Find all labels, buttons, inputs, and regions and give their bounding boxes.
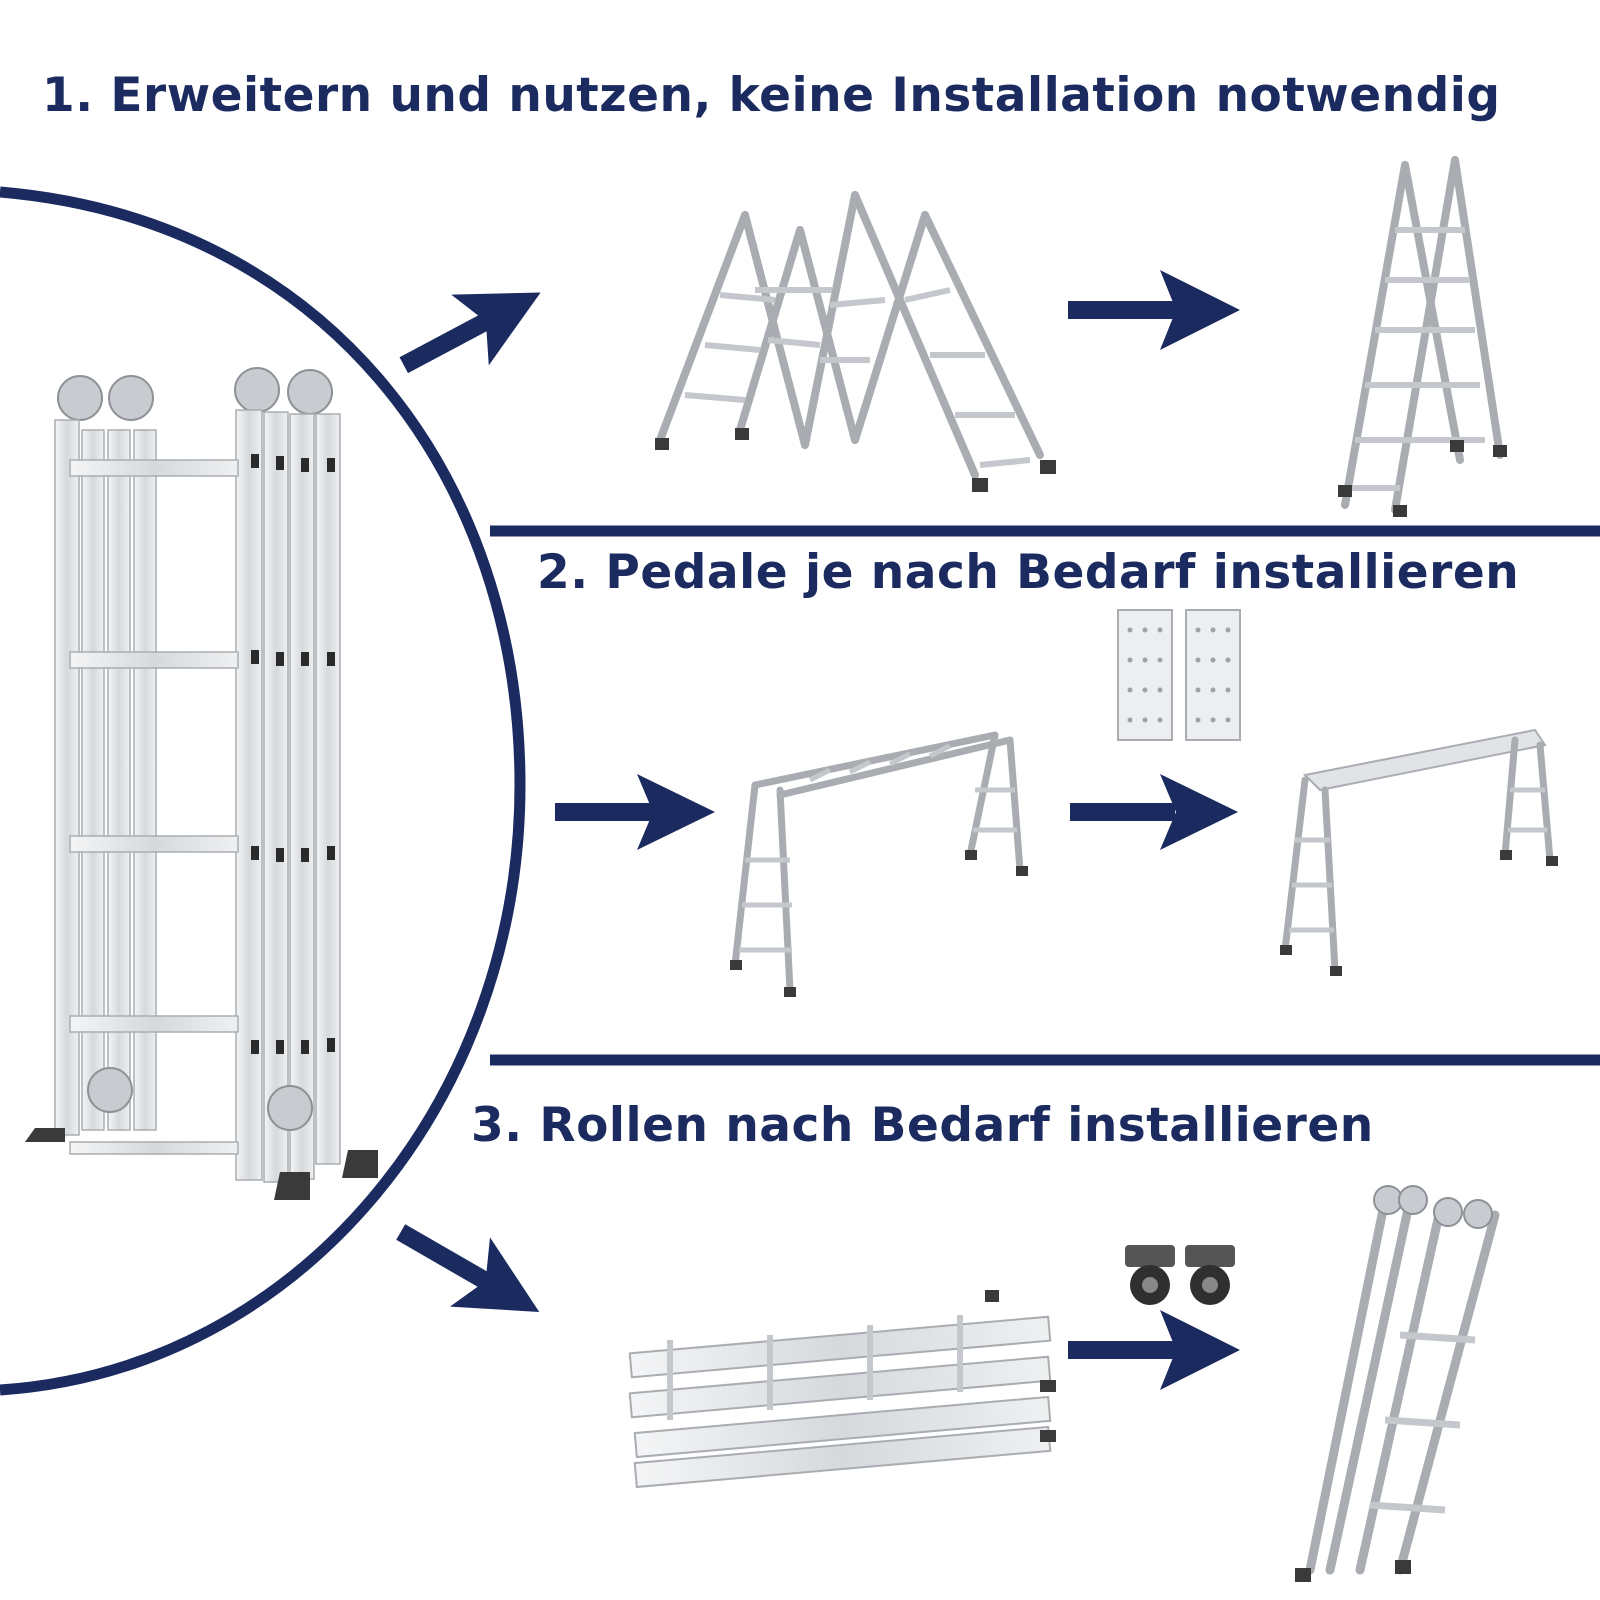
m-shape-feet [655,428,1056,492]
wheel-image [1125,1245,1235,1305]
divider-arc [0,186,526,1396]
arrow-icon [1068,1310,1240,1390]
m-shape-rungs [684,287,1031,468]
a-frame-ladder-image [1341,156,1504,514]
arrow-icon [1070,774,1238,850]
arrow-icon [555,774,715,850]
ladder-with-wheels-image [1295,1185,1500,1582]
step3-heading: 3. Rollen nach Bedarf installieren [471,1098,1374,1153]
platform-boards-image [1117,609,1241,741]
m-shape-ladder-image [656,191,1044,479]
step1-heading: 1. Erweitern und nutzen, keine Installat… [42,68,1501,123]
scaffold-ladder-image [731,731,1024,994]
arrow-icon [399,292,541,374]
arrow-icon [396,1224,540,1312]
arrow-icon [1068,270,1240,350]
step2-heading: 2. Pedale je nach Bedarf installieren [537,545,1520,600]
scaffold-with-platform-image [1280,728,1558,976]
folded-ladder-image [25,367,378,1200]
arrow-icons [396,270,1240,1390]
folded-flat-ladder-image [628,1290,1056,1489]
